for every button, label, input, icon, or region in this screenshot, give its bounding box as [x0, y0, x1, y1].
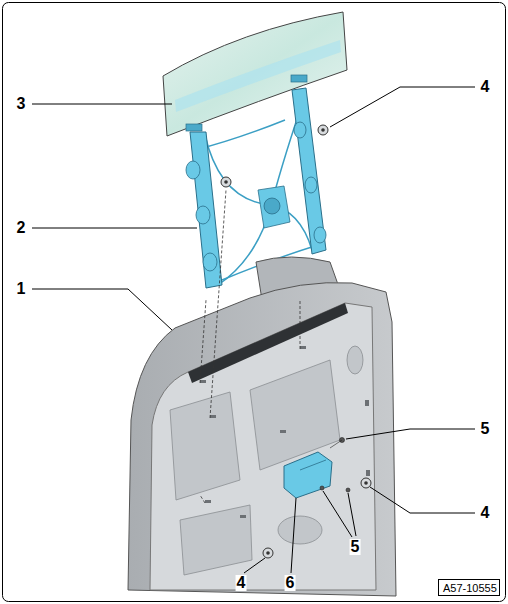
callout-number: 1 — [16, 281, 27, 297]
figure-number-box: A57-10555 — [438, 579, 500, 596]
figure-number: A57-10555 — [443, 583, 495, 594]
callout-number: 6 — [285, 575, 296, 591]
callout-number: 5 — [350, 539, 361, 555]
callout-number: 4 — [236, 575, 247, 591]
callout-number: 2 — [16, 220, 27, 236]
callout-number: 4 — [480, 79, 491, 95]
callout-number: 5 — [480, 421, 491, 437]
callout-number: 4 — [480, 505, 491, 521]
callout-number: 3 — [16, 96, 27, 112]
